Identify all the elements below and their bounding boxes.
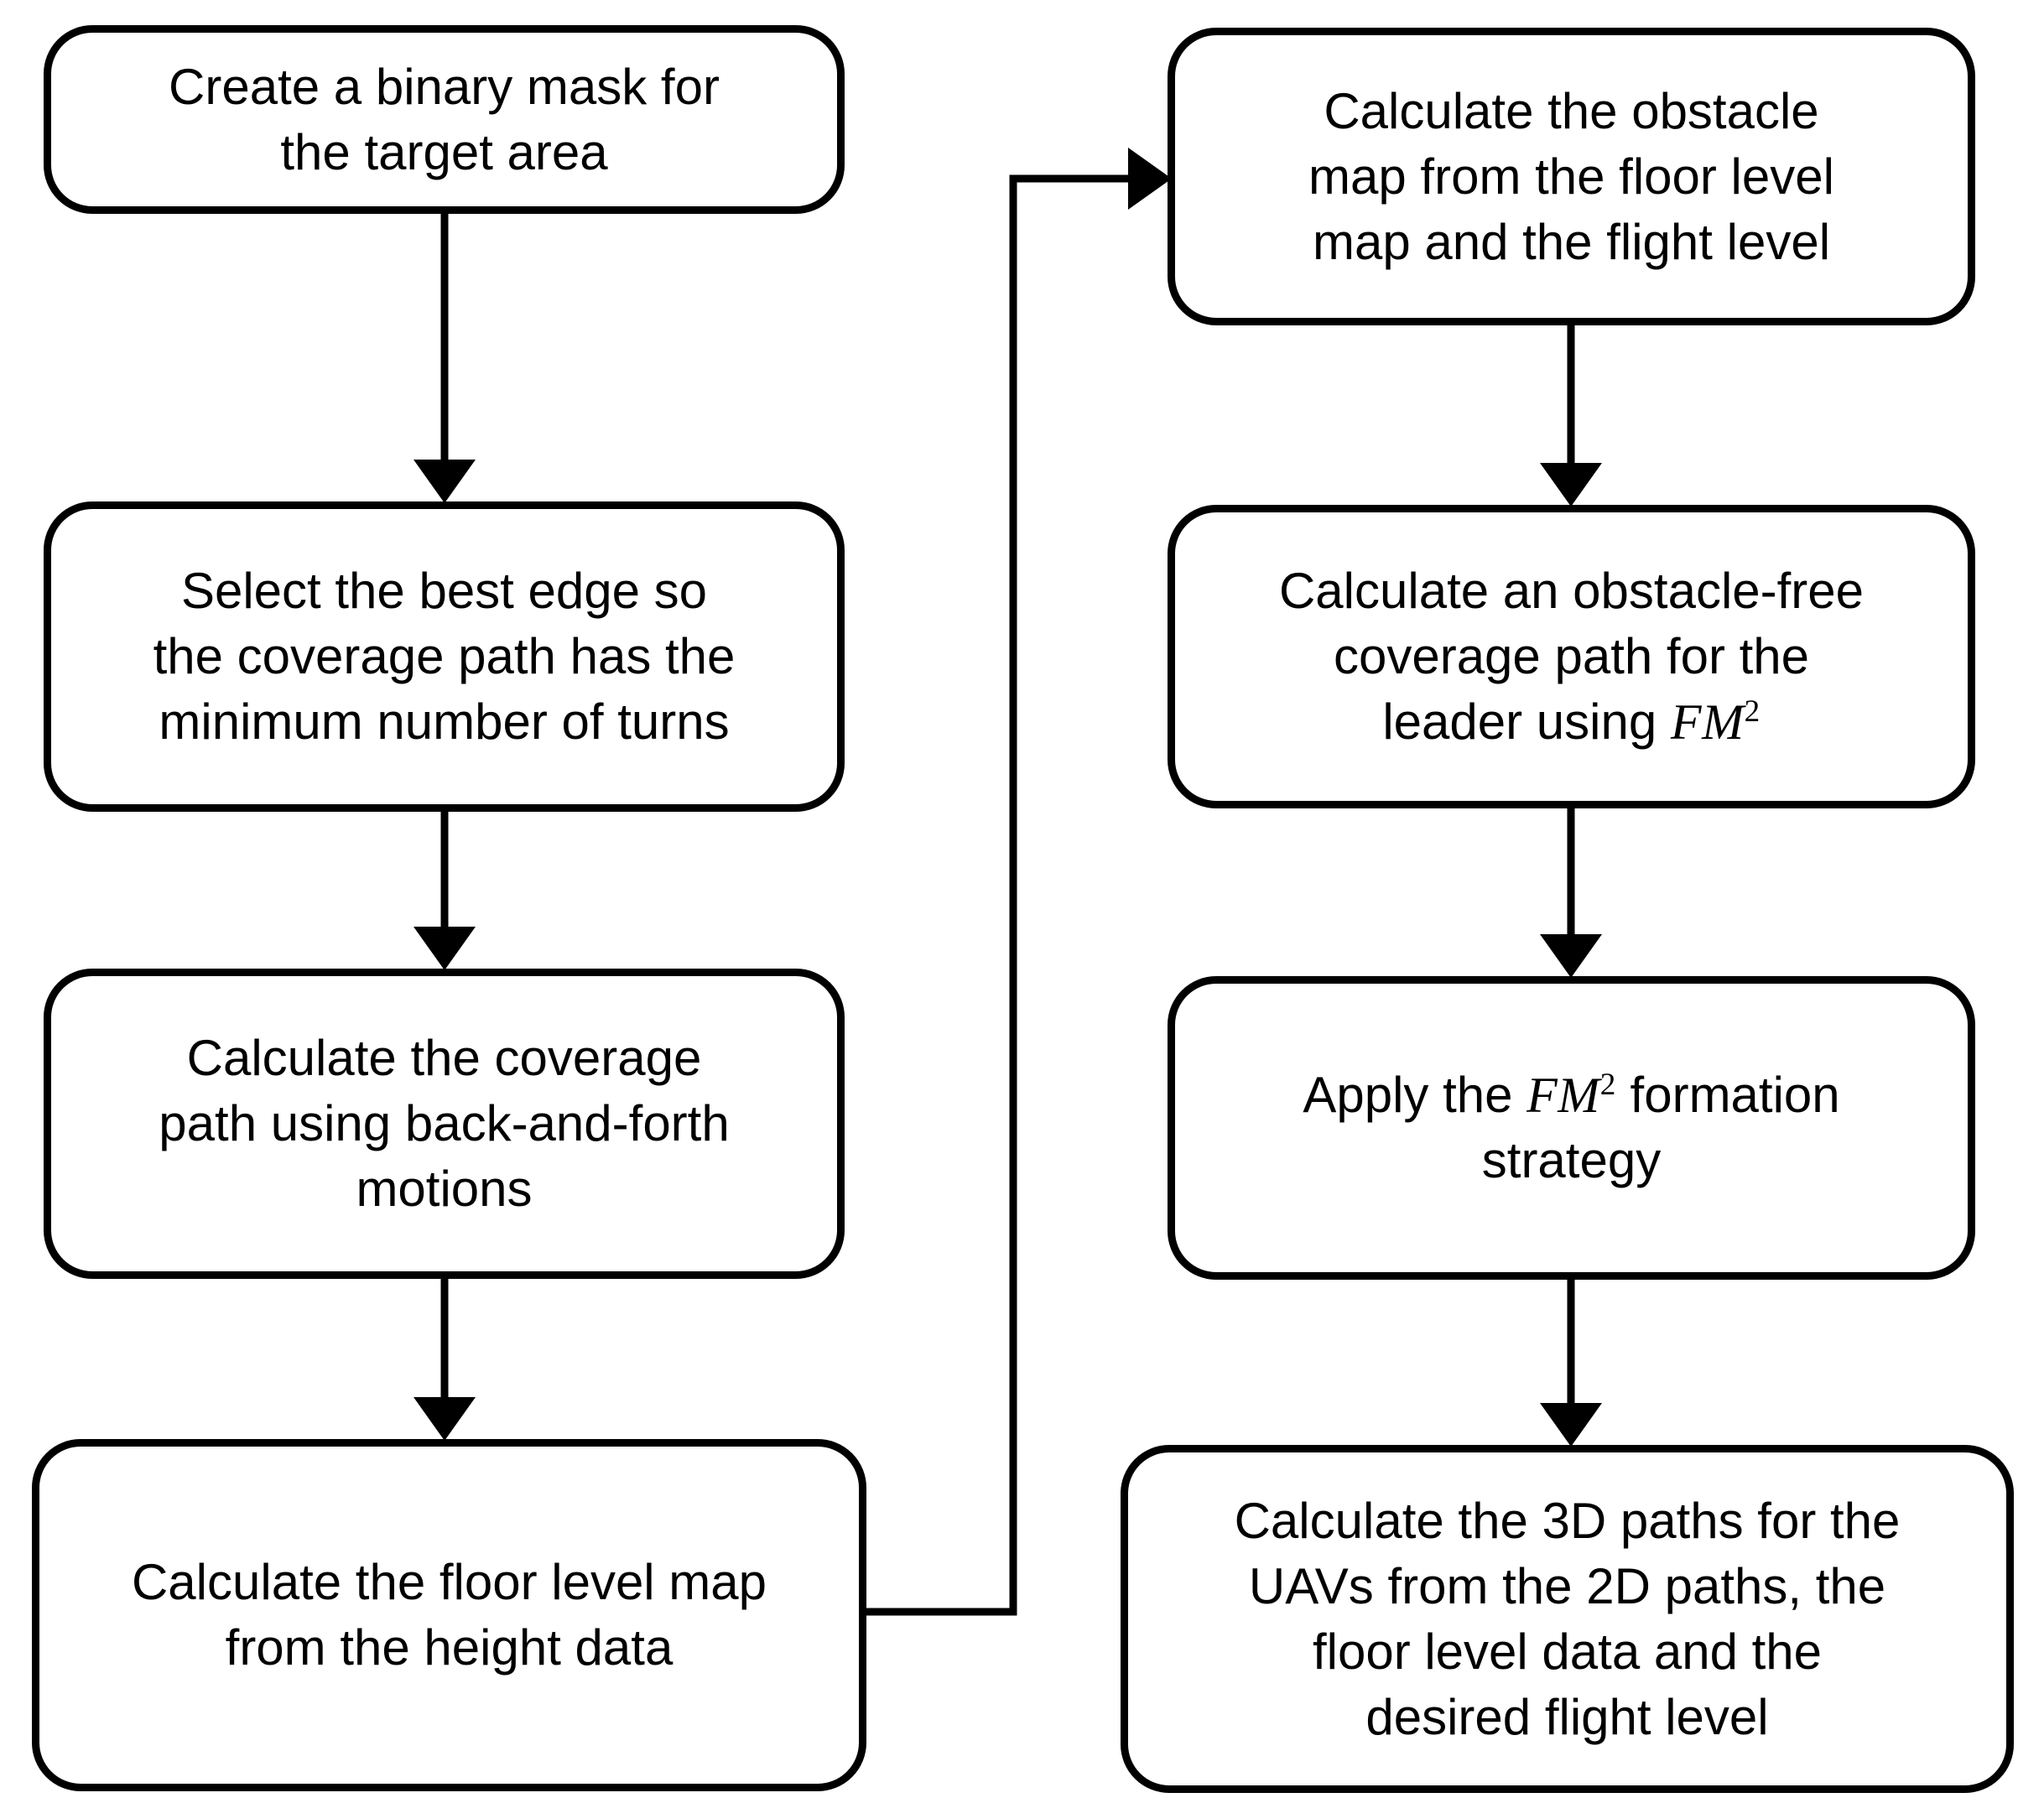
node-label: Calculate the floor level map from the h… bbox=[68, 1550, 830, 1681]
fm-squared-math: FM2 bbox=[1526, 1068, 1616, 1123]
node-text-line: the target area bbox=[280, 123, 608, 180]
node-calculate-obstacle-map[interactable]: Calculate the obstacle map from the floo… bbox=[1168, 28, 1975, 325]
node-text-line: leader using FM2 bbox=[1204, 689, 1939, 755]
node-text-line: Apply the FM2 formation bbox=[1204, 1063, 1939, 1128]
node-text-line: Select the best edge so bbox=[180, 563, 708, 619]
fm-squared-math: FM2 bbox=[1671, 694, 1761, 750]
node-calculate-coverage-path[interactable]: Calculate the coverage path using back-a… bbox=[44, 969, 845, 1279]
edge-coverage-to-floor bbox=[413, 1279, 476, 1441]
node-text-line: map and the flight level bbox=[1312, 213, 1831, 270]
node-label: Calculate the coverage path using back-a… bbox=[80, 1026, 809, 1222]
node-calculate-3d-paths[interactable]: Calculate the 3D paths for the UAVs from… bbox=[1121, 1445, 2014, 1793]
node-text-line: Calculate an obstacle-free bbox=[1278, 563, 1865, 619]
node-label: Create a binary mask for the target area bbox=[80, 55, 809, 185]
node-label: Calculate the obstacle map from the floo… bbox=[1204, 79, 1939, 275]
node-calculate-obstacle-free-path[interactable]: Calculate an obstacle-free coverage path… bbox=[1168, 505, 1975, 808]
fm-exponent: 2 bbox=[1744, 694, 1761, 729]
fm-exponent: 2 bbox=[1599, 1068, 1616, 1102]
node-label: Apply the FM2 formation strategy bbox=[1204, 1063, 1939, 1193]
node-text-line: from the height data bbox=[225, 1619, 674, 1676]
node-text-line: strategy bbox=[1481, 1132, 1662, 1188]
node-text-line: minimum number of turns bbox=[159, 694, 730, 750]
node-text-line: Calculate the coverage bbox=[186, 1030, 702, 1086]
node-text-fragment: formation bbox=[1615, 1067, 1840, 1123]
node-select-best-edge[interactable]: Select the best edge so the coverage pat… bbox=[44, 501, 845, 812]
node-label: Calculate an obstacle-free coverage path… bbox=[1204, 559, 1939, 755]
node-text-line: map from the floor level bbox=[1308, 148, 1834, 205]
node-text-line: Calculate the 3D paths for the bbox=[1234, 1492, 1901, 1549]
fm-token: FM bbox=[1670, 694, 1745, 750]
edge-floor-to-obstacle bbox=[866, 148, 1172, 1616]
node-text-line: the coverage path has the bbox=[153, 628, 736, 684]
node-text-line: desired flight level bbox=[1365, 1688, 1769, 1745]
node-text-line: Calculate the obstacle bbox=[1324, 82, 1819, 139]
node-label: Select the best edge so the coverage pat… bbox=[80, 559, 809, 755]
node-text-line: Create a binary mask for bbox=[169, 58, 720, 115]
node-text-line: motions bbox=[356, 1161, 533, 1217]
node-text-line: floor level data and the bbox=[1312, 1623, 1823, 1680]
node-text-fragment: leader using bbox=[1382, 694, 1671, 750]
edge-formation-to-3dpaths bbox=[1540, 1280, 1602, 1447]
node-text-line: Calculate the floor level map bbox=[131, 1554, 767, 1610]
node-apply-fm2-formation-strategy[interactable]: Apply the FM2 formation strategy bbox=[1168, 976, 1975, 1280]
node-text-line: path using back-and-forth bbox=[159, 1095, 730, 1151]
edge-edge-to-coverage bbox=[413, 812, 476, 970]
node-text-line: coverage path for the bbox=[1333, 628, 1810, 684]
node-text-line: UAVs from the 2D paths, the bbox=[1248, 1557, 1886, 1614]
edge-mask-to-edge bbox=[413, 214, 476, 503]
node-calculate-floor-level-map[interactable]: Calculate the floor level map from the h… bbox=[32, 1439, 866, 1791]
node-text-fragment: Apply the bbox=[1303, 1067, 1527, 1123]
edge-freepath-to-formation bbox=[1540, 808, 1602, 978]
fm-token: FM bbox=[1526, 1068, 1600, 1123]
edge-obstacle-to-freepath bbox=[1540, 325, 1602, 507]
node-create-binary-mask[interactable]: Create a binary mask for the target area bbox=[44, 25, 845, 214]
node-label: Calculate the 3D paths for the UAVs from… bbox=[1157, 1489, 1978, 1750]
